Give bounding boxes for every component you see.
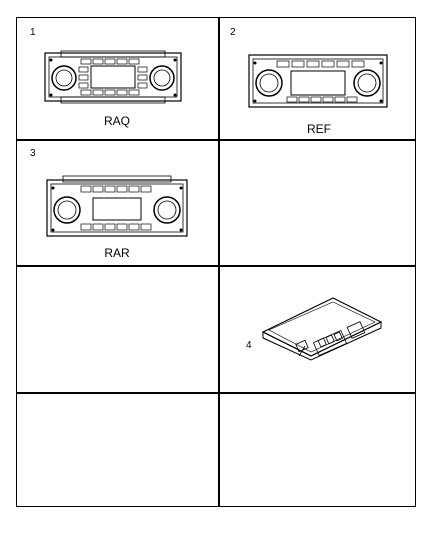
panel-empty-4 bbox=[219, 393, 417, 508]
panel-3: 3 RAR bbox=[17, 140, 218, 265]
callout-number: 3 bbox=[30, 148, 36, 159]
callout-number: 2 bbox=[230, 27, 236, 38]
panel-caption: REF bbox=[307, 122, 331, 136]
radio-rar-illustration bbox=[46, 175, 188, 237]
grid-divider-row-2 bbox=[17, 265, 415, 267]
panel-1: 1 RAQ bbox=[17, 18, 218, 139]
radio-ref-illustration bbox=[248, 54, 388, 108]
callout-number: 1 bbox=[30, 27, 36, 38]
panel-caption: RAR bbox=[104, 246, 130, 260]
parts-grid: 1 RAQ 2 bbox=[16, 17, 416, 507]
panel-caption: RAQ bbox=[103, 114, 130, 128]
grid-divider-row-1 bbox=[17, 139, 415, 141]
panel-empty-2 bbox=[17, 266, 218, 392]
callout-number: 4 bbox=[246, 340, 252, 351]
panel-4: 4 bbox=[219, 266, 417, 392]
grid-divider-vertical bbox=[218, 18, 220, 506]
panel-empty-1 bbox=[219, 140, 417, 265]
radio-raq-illustration bbox=[44, 50, 182, 104]
panel-2: 2 REF bbox=[219, 18, 417, 139]
control-module-illustration bbox=[261, 297, 383, 361]
panel-empty-3 bbox=[17, 393, 218, 508]
grid-divider-row-3 bbox=[17, 392, 415, 394]
